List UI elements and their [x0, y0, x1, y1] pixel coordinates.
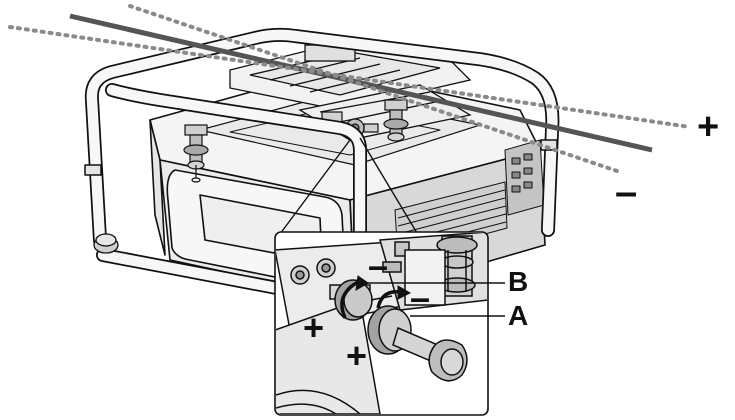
inset-detail — [274, 231, 505, 416]
minus-tilt-dotted-line — [128, 4, 622, 174]
control-panel — [504, 139, 545, 216]
plus-tilt-dotted-line — [8, 25, 692, 129]
rotation-arrows — [340, 280, 401, 319]
arrow-head-a — [397, 285, 412, 300]
plus-label-main: + — [697, 106, 720, 148]
adjuster-dial-b — [329, 279, 393, 321]
minus-label-inset-lower: – — [410, 277, 431, 318]
label-a: A — [508, 300, 529, 331]
adjuster-knob-left — [183, 124, 209, 183]
minus-label-inset-upper: – — [368, 245, 389, 286]
callout-pointer — [276, 137, 421, 239]
plus-label-inset-lower: + — [346, 335, 368, 376]
tilt-reference-lines — [8, 4, 692, 174]
minus-label-main: – — [615, 170, 638, 214]
arrow-head-b — [355, 275, 369, 291]
tube-frame — [84, 27, 560, 307]
label-b: B — [508, 266, 529, 297]
plus-label-inset-upper: + — [303, 307, 325, 348]
frame-foot — [93, 233, 119, 254]
adjuster-knob-right — [383, 99, 409, 142]
adjuster-dial-a — [367, 305, 468, 382]
